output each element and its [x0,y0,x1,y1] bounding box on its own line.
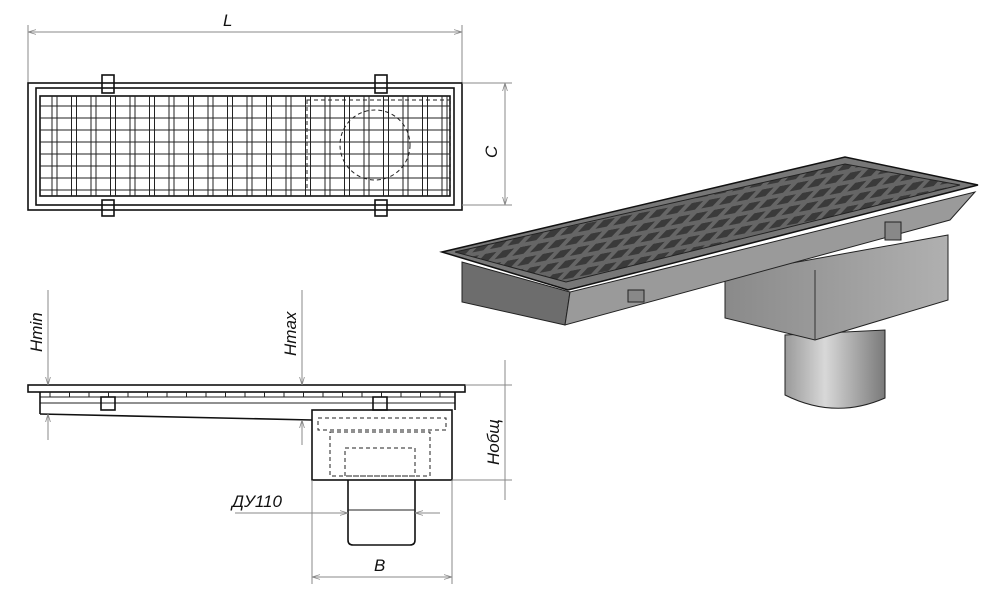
label-hmax: Hmax [281,311,300,356]
side-view: Hmin Hmax Нобщ ДУ110 B [27,290,512,584]
label-l: L [223,11,232,30]
label-hmin: Hmin [27,312,46,352]
label-c: C [482,145,501,158]
top-view: L C [27,11,512,217]
label-outlet: ДУ110 [230,492,282,511]
isometric-view [439,156,979,409]
label-b: B [374,556,385,575]
label-h-total: Нобщ [484,419,503,465]
